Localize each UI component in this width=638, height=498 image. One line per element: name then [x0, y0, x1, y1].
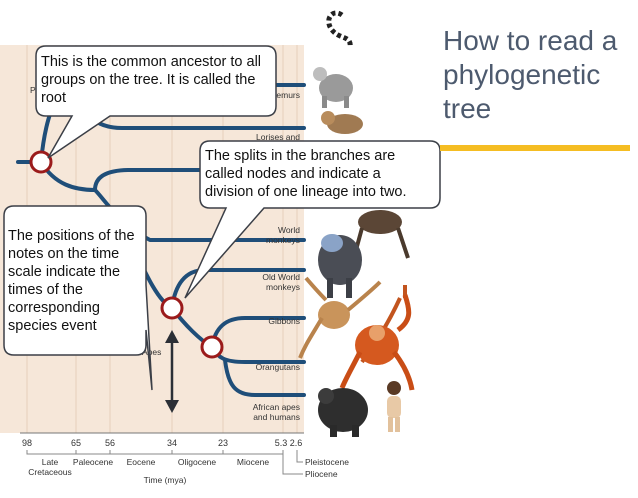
tick-23: 23: [218, 438, 228, 448]
animal-illustrations: [298, 10, 415, 437]
slide-title: How to read a phylogenetic tree: [443, 24, 633, 126]
loris-icon: [321, 111, 363, 134]
primates-label: Pr: [30, 85, 39, 95]
apes-label: Apes: [142, 347, 161, 357]
epoch-pleistocene: Pleistocene: [305, 457, 349, 467]
callout-root: This is the common ancestor to all group…: [41, 53, 273, 107]
orangutan-icon: [339, 294, 415, 391]
branch-tarsiers: [93, 168, 306, 192]
tree-nodes: [29, 150, 224, 359]
time-range-arrow: [165, 330, 179, 413]
tick-2-6: 2.6: [290, 438, 303, 448]
epoch-miocene: Miocene: [237, 457, 269, 467]
epoch-pliocene: Pliocene: [305, 469, 338, 479]
branch-african-apes: [223, 358, 306, 397]
title-line-3: tree: [443, 93, 492, 124]
callout-nodes-shape: [184, 140, 441, 299]
tick-5-3: 5.3: [275, 438, 288, 448]
callout-nodes: The splits in the branches are called no…: [205, 147, 437, 201]
callout-root-line-3: root: [41, 90, 66, 106]
callout-root-shape: [35, 45, 277, 159]
callout-timescale-line-1: The positions of the: [8, 228, 135, 244]
ring-tailed-lemur-icon: [313, 10, 353, 108]
callout-root-line-2: groups on the tree. It is called the: [41, 72, 256, 88]
mandrill-icon: [318, 234, 362, 298]
callout-nodes-line-1: The splits in the branches are: [205, 148, 396, 164]
axis-label: Time (mya): [144, 475, 187, 485]
epoch-oligocene: Oligocene: [178, 457, 217, 467]
epoch-paleocene: Paleocene: [73, 457, 113, 467]
root-node: [29, 150, 53, 174]
epoch-brackets: [26, 450, 303, 475]
epoch-eocene: Eocene: [127, 457, 156, 467]
callout-timescale-line-4: times of the: [8, 282, 83, 298]
callout-nodes-line-2: called nodes and indicate a: [205, 166, 381, 182]
callout-root-line-1: This is the common ancestor to all: [41, 54, 262, 70]
taxon-orangutans-label: Orangutans: [256, 362, 300, 372]
callout-timescale-shape: [3, 205, 153, 391]
taxon-gibbons-label: Gibbons: [268, 316, 300, 326]
title-accent-bar: [440, 145, 630, 151]
taxon-lorises-label: Lorises and: [256, 132, 300, 142]
tick-65: 65: [71, 438, 81, 448]
callout-timescale: The positions of the notes on the time s…: [8, 227, 146, 335]
callout-shapes: [3, 45, 441, 391]
taxon-lemurs-label: Lemurs: [272, 90, 300, 100]
spider-monkey-icon: [298, 276, 382, 359]
callout-timescale-line-3: scale indicate the: [8, 264, 121, 280]
catarrhine-node: [160, 296, 184, 320]
ape-node: [200, 335, 224, 359]
callout-timescale-line-2: notes on the time: [8, 246, 120, 262]
tick-34: 34: [167, 438, 177, 448]
tick-98: 98: [22, 438, 32, 448]
tick-56: 56: [105, 438, 115, 448]
callout-nodes-line-3: division of one lineage into two.: [205, 184, 407, 200]
monkey-icon: [354, 210, 410, 259]
title-line-2: phylogenetic: [443, 59, 601, 90]
gorilla-icon: [318, 388, 368, 437]
human-icon: [387, 381, 401, 432]
callout-timescale-line-5: corresponding: [8, 300, 100, 316]
title-line-1: How to read a: [443, 25, 618, 56]
callout-timescale-line-6: species event: [8, 318, 97, 334]
